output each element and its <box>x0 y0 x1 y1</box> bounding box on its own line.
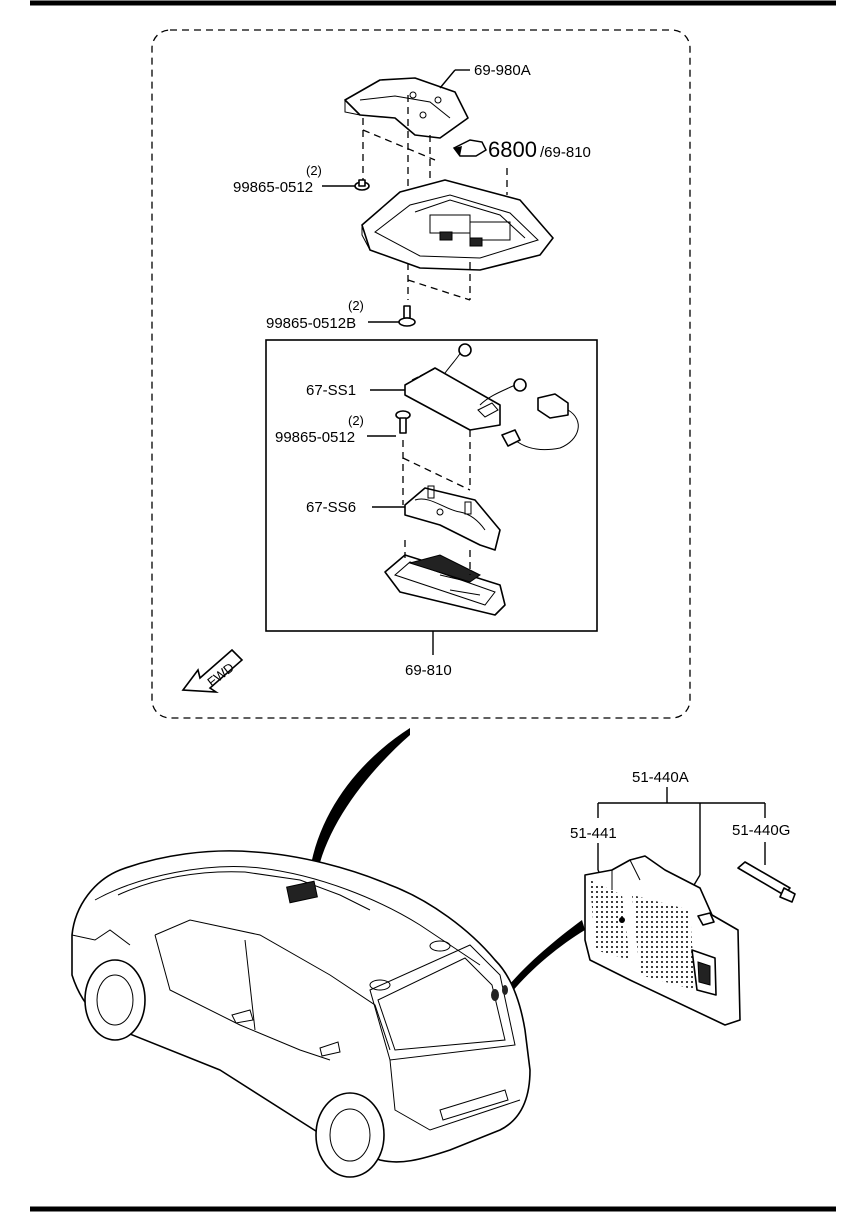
bracket-69-980A <box>344 77 469 139</box>
label-6800: 6800 <box>488 137 537 162</box>
label-screw-qty-2: (2) <box>348 298 364 313</box>
label-51-440A: 51-440A <box>632 769 689 786</box>
fwd-arrow-icon: FWD <box>181 648 244 693</box>
label-51-441: 51-441 <box>570 825 617 842</box>
label-6800-sub: /69-810 <box>540 144 591 161</box>
front-wheel <box>84 959 146 1041</box>
lamp-lens <box>384 554 506 616</box>
callout-wedge-roof <box>310 728 410 870</box>
harness-connector <box>501 393 579 451</box>
label-69-810: 69-810 <box>405 662 452 679</box>
reference-arrow-icon <box>452 139 487 157</box>
room-lamp-housing <box>584 855 741 1026</box>
label-67-SS1: 67-SS1 <box>306 382 356 399</box>
label-screw-2: 99865-0512B <box>266 315 356 332</box>
rear-wheel <box>315 1092 385 1178</box>
label-69-980A: 69-980A <box>474 62 531 79</box>
label-51-440G: 51-440G <box>732 822 790 839</box>
label-screw-3: 99865-0512 <box>275 429 355 446</box>
callout-wedge-rear <box>505 920 585 992</box>
screw-icon-2 <box>398 305 416 327</box>
switch-unit-67-SS1 <box>404 343 527 431</box>
label-67-SS6: 67-SS6 <box>306 499 356 516</box>
label-screw-qty-3: (2) <box>348 413 364 428</box>
bulb-icon <box>737 861 796 903</box>
vehicle-hatchback <box>71 850 531 1163</box>
label-screw-qty-1: (2) <box>306 163 322 178</box>
screw-icon <box>354 179 370 191</box>
switch-panel-67-SS6 <box>404 485 501 551</box>
label-screw-1: 99865-0512 <box>233 179 313 196</box>
overhead-lamp-housing <box>361 179 554 271</box>
screw-icon-3 <box>395 410 411 434</box>
overhead-lamp-group-frame <box>151 29 691 719</box>
assembly-69-810-frame <box>265 339 598 632</box>
